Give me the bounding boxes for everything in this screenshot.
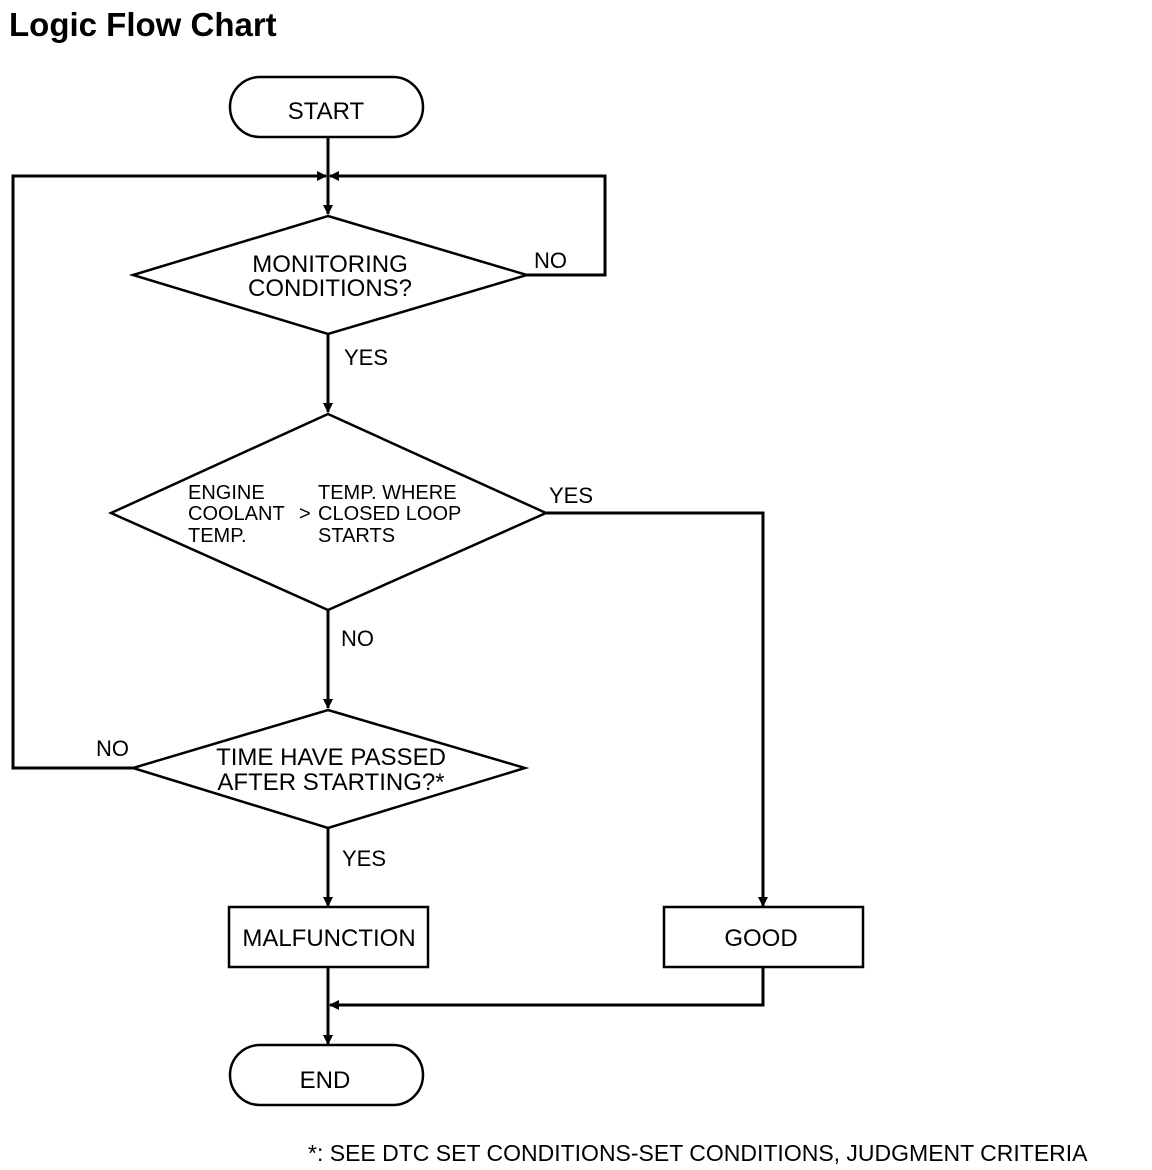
- coolant-yes-label: YES: [549, 483, 593, 508]
- end-label: END: [300, 1067, 351, 1094]
- start-label: START: [288, 98, 365, 125]
- end-terminal: [228, 1043, 425, 1107]
- edge-good-to-end: [329, 968, 765, 1010]
- time-decision: [128, 708, 530, 830]
- start-terminal: [228, 75, 425, 139]
- time-label-line-2: AFTER STARTING?*: [217, 769, 444, 796]
- monitoring-no-label: NO: [534, 248, 567, 273]
- monitoring-label-line-2: CONDITIONS?: [248, 275, 412, 302]
- monitoring-yes-label: YES: [344, 345, 388, 370]
- coolant-no-label: NO: [341, 626, 374, 651]
- coolant-left-line-3: TEMP.: [188, 525, 247, 547]
- good-box: [662, 905, 865, 969]
- coolant-right-line-3: STARTS: [318, 525, 395, 547]
- time-yes-label: YES: [342, 846, 386, 871]
- coolant-right-line-2: CLOSED LOOP: [318, 503, 461, 525]
- edge-coolant-yes: [546, 511, 768, 907]
- monitoring-decision: [128, 214, 532, 336]
- monitoring-label-line-1: MONITORING: [252, 251, 408, 278]
- edge-time-no-loop: [11, 171, 327, 770]
- coolant-operator: >: [299, 503, 311, 525]
- time-label-line-1: TIME HAVE PASSED: [216, 744, 446, 771]
- good-label: GOOD: [724, 925, 797, 952]
- edge-monitoring-no-loop: [329, 171, 607, 277]
- coolant-left-line-1: ENGINE: [188, 482, 265, 504]
- footnote: *: SEE DTC SET CONDITIONS-SET CONDITIONS…: [308, 1140, 1088, 1166]
- malfunction-label: MALFUNCTION: [242, 925, 415, 952]
- coolant-decision: [107, 412, 550, 612]
- coolant-right-line-1: TEMP. WHERE: [318, 482, 457, 504]
- malfunction-box: [227, 905, 430, 969]
- time-no-label: NO: [96, 736, 129, 761]
- page-title: Logic Flow Chart: [9, 6, 277, 43]
- coolant-left-line-2: COOLANT: [188, 503, 285, 525]
